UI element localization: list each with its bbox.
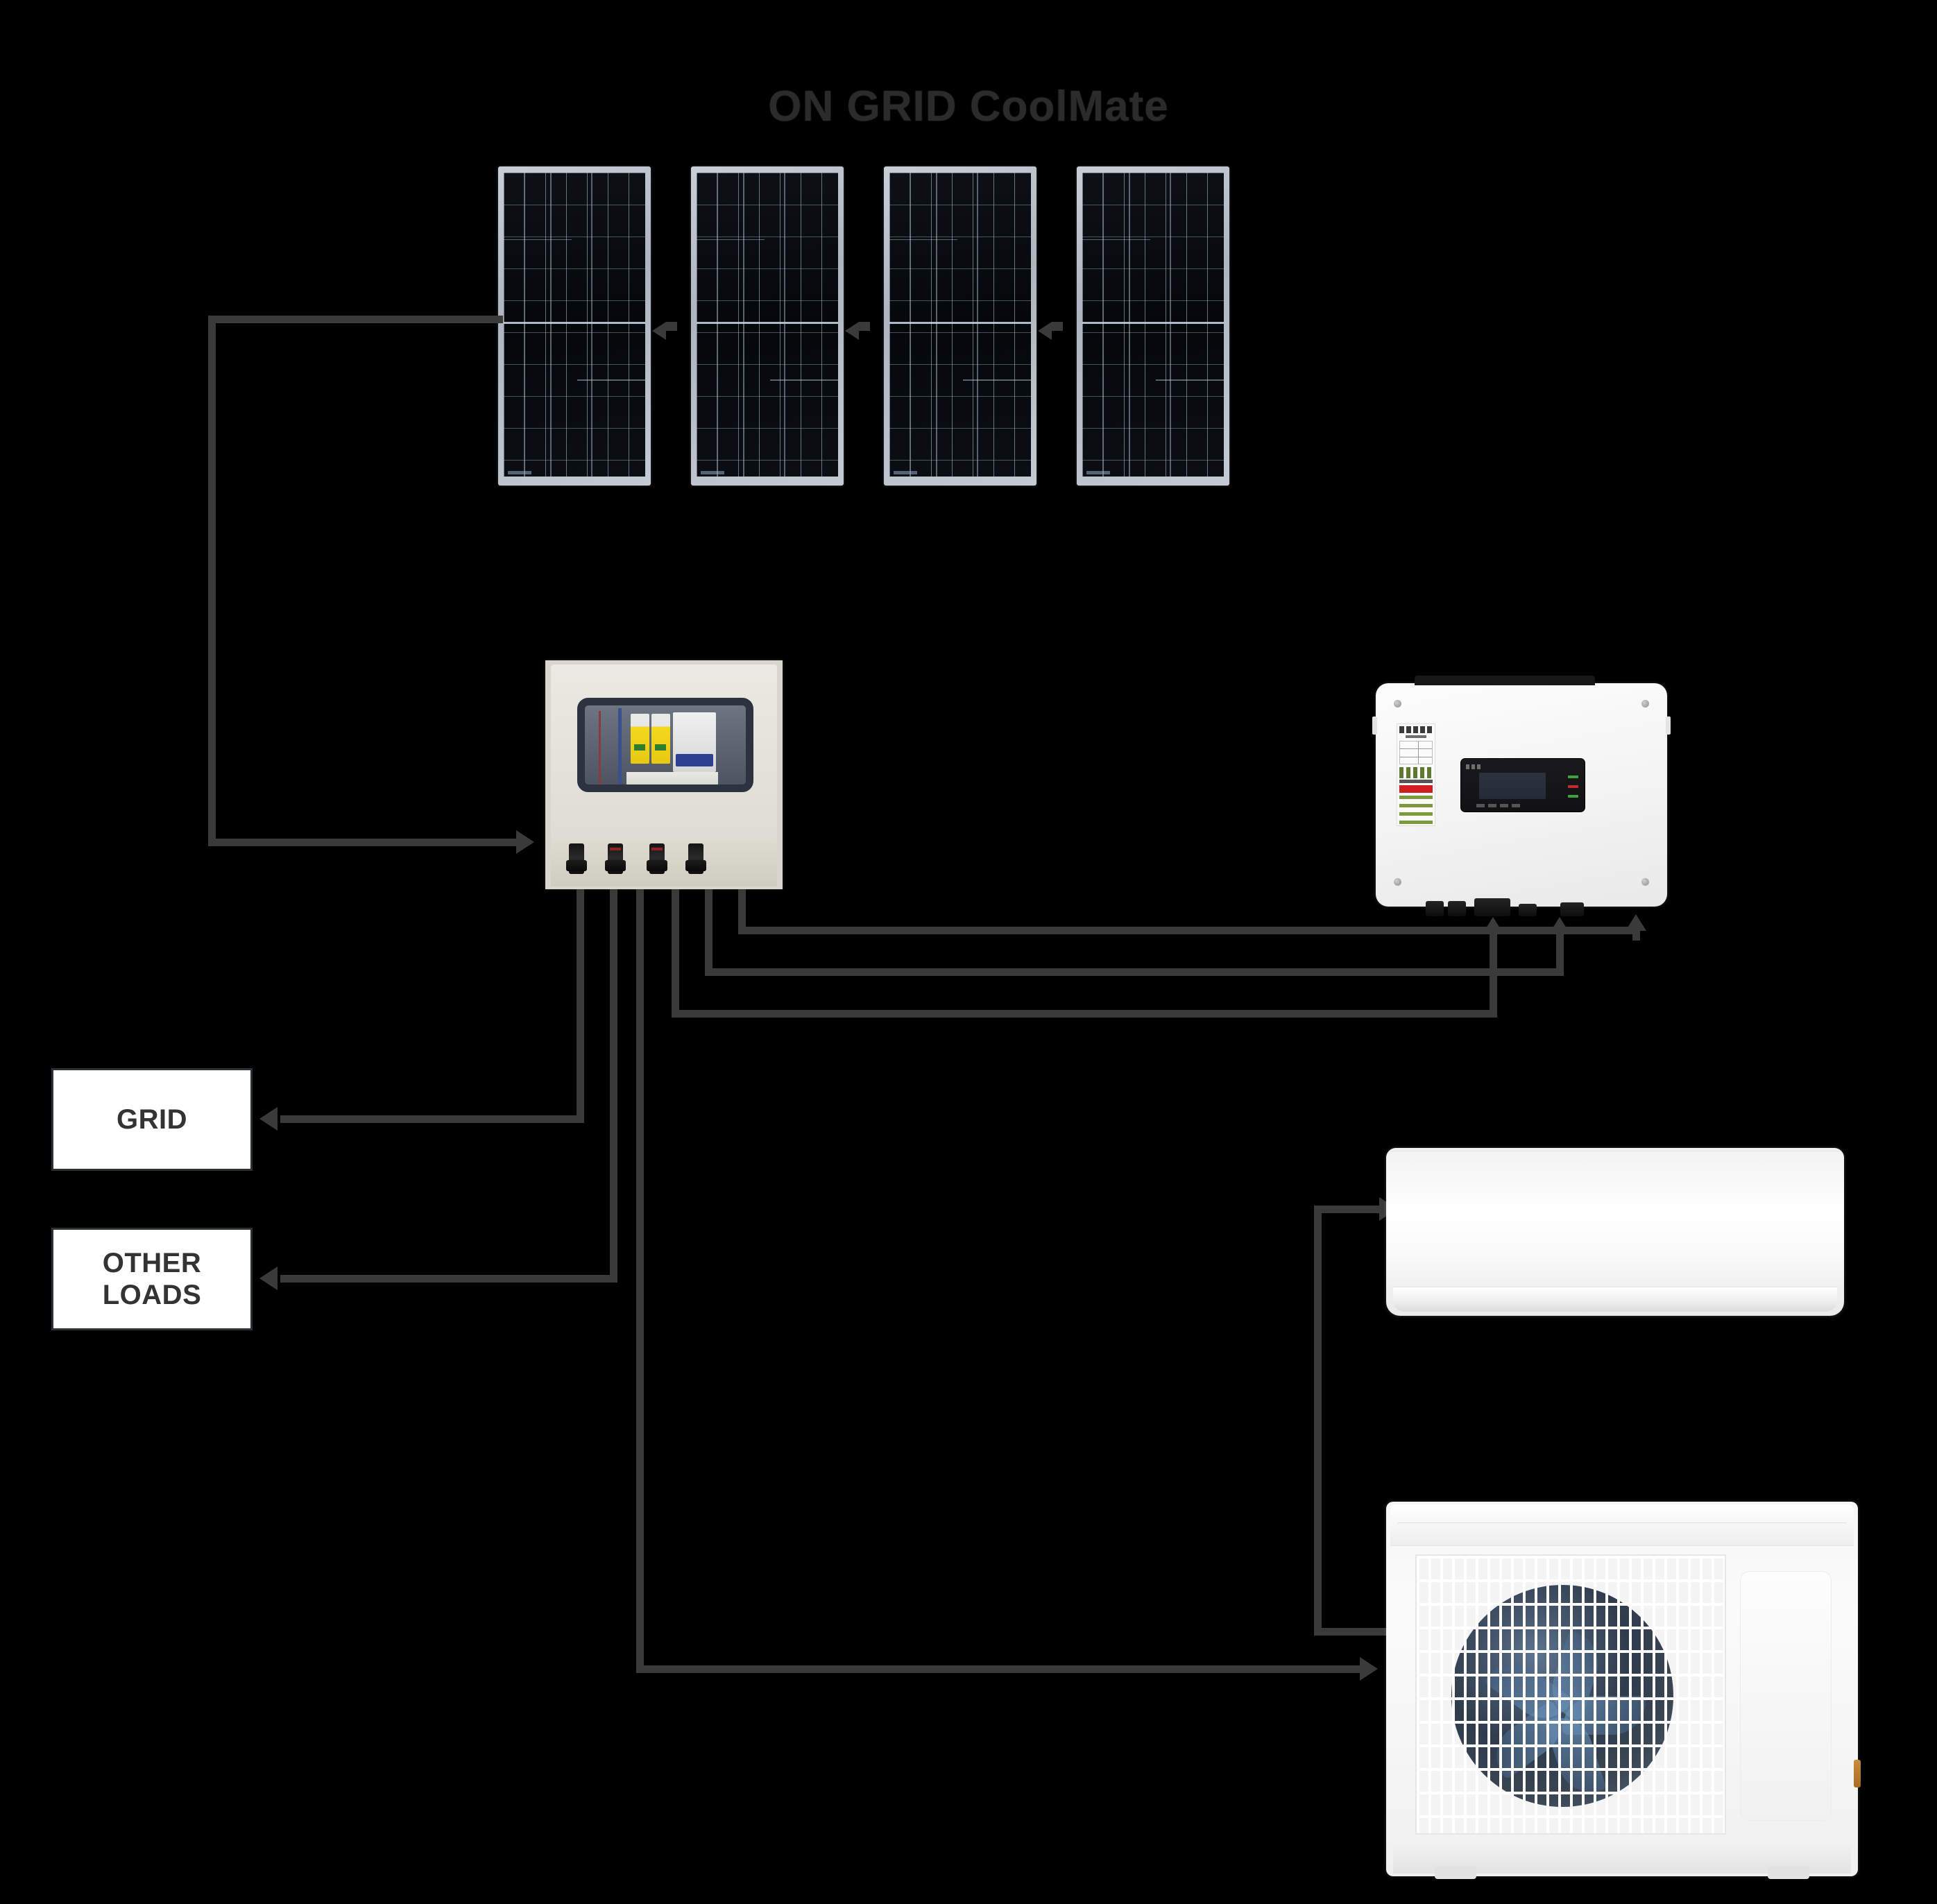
combiner-interior <box>585 705 746 784</box>
inverter-screw-tr <box>1641 700 1649 707</box>
inverter-nameplate-label <box>1397 723 1435 826</box>
ac-copper-pipe <box>1854 1760 1861 1787</box>
inverter-top-vent <box>1415 676 1595 685</box>
mc4-connector-3[interactable] <box>647 843 667 874</box>
status-led-alarm <box>1568 785 1578 788</box>
grid-label-text: GRID <box>117 1104 187 1135</box>
inverter-port-2[interactable] <box>1448 901 1466 916</box>
surge-protector-2 <box>651 714 670 764</box>
arrowhead-to-other-loads <box>259 1267 278 1290</box>
inverter-port-1[interactable] <box>1426 901 1444 916</box>
grid-label-box[interactable]: GRID <box>51 1068 253 1171</box>
circuit-breaker <box>673 712 716 772</box>
surge-protector-1 <box>631 714 649 764</box>
mc4-connector-4[interactable] <box>685 843 706 874</box>
inverter-port-5[interactable] <box>1560 902 1584 916</box>
inverter-side-tab-left <box>1372 717 1377 735</box>
status-led-normal <box>1568 775 1578 778</box>
air-conditioner-indoor-unit[interactable] <box>1386 1148 1844 1316</box>
inverter-lcd-screen <box>1479 773 1546 799</box>
on-grid-inverter[interactable] <box>1372 676 1671 916</box>
panel-interconnect-icon-2 <box>844 312 871 340</box>
wifi-icon <box>1466 764 1481 769</box>
inverter-display-panel[interactable] <box>1460 758 1585 812</box>
combiner-blue-wire <box>618 708 622 784</box>
warning-band <box>1399 785 1433 793</box>
combiner-connector-strip <box>551 839 777 886</box>
inverter-screw-br <box>1641 878 1649 886</box>
ac-outdoor-foot-left <box>1435 1867 1476 1879</box>
din-rail <box>626 772 718 784</box>
ac-outdoor-foot-right <box>1768 1867 1809 1879</box>
inverter-port-3[interactable] <box>1474 898 1510 916</box>
dc-combiner-box[interactable] <box>545 660 783 889</box>
inverter-screw-bl <box>1394 878 1401 886</box>
pv-cell-grid <box>697 173 838 477</box>
pv-nameplate <box>1086 471 1110 474</box>
ac-grille-bars <box>1417 1556 1725 1833</box>
pv-nameplate <box>894 471 917 474</box>
solar-panel-3[interactable] <box>884 166 1036 486</box>
ac-outdoor-top-panel <box>1390 1504 1854 1546</box>
combiner-viewing-window <box>577 698 753 792</box>
status-led-grid <box>1568 795 1578 798</box>
pv-nameplate <box>508 471 531 474</box>
combiner-red-wire <box>599 711 601 784</box>
mc4-connector-2[interactable] <box>605 843 626 874</box>
inverter-side-tab-right <box>1666 717 1671 735</box>
panel-interconnect-icon-3 <box>1036 312 1064 340</box>
inverter-screw-tl <box>1394 700 1401 707</box>
inverter-port-4[interactable] <box>1519 904 1537 916</box>
solar-panel-1[interactable] <box>498 166 651 486</box>
ac-fan-grille <box>1415 1554 1726 1835</box>
solar-panel-4[interactable] <box>1077 166 1229 486</box>
pv-cell-grid <box>504 173 645 477</box>
air-conditioner-outdoor-unit[interactable] <box>1386 1502 1861 1879</box>
panel-interconnect-icon-1 <box>651 312 679 340</box>
mc4-connector-1[interactable] <box>566 843 587 874</box>
arrowhead-to-combiner <box>516 830 534 854</box>
ac-air-louver <box>1393 1287 1837 1312</box>
pv-nameplate <box>701 471 724 474</box>
pv-cell-grid <box>889 173 1031 477</box>
page-title: ON GRID CoolMate <box>768 83 1169 130</box>
pv-cell-grid <box>1082 173 1224 477</box>
ac-outdoor-side-panel <box>1740 1571 1832 1821</box>
arrowhead-to-ac-outdoor <box>1360 1657 1378 1681</box>
inverter-button-row[interactable] <box>1476 804 1522 807</box>
arrowhead-inverter-port-3 <box>1625 914 1646 931</box>
solar-panel-2[interactable] <box>691 166 844 486</box>
combiner-faceplate <box>551 664 777 839</box>
arrowhead-to-grid <box>259 1107 278 1131</box>
